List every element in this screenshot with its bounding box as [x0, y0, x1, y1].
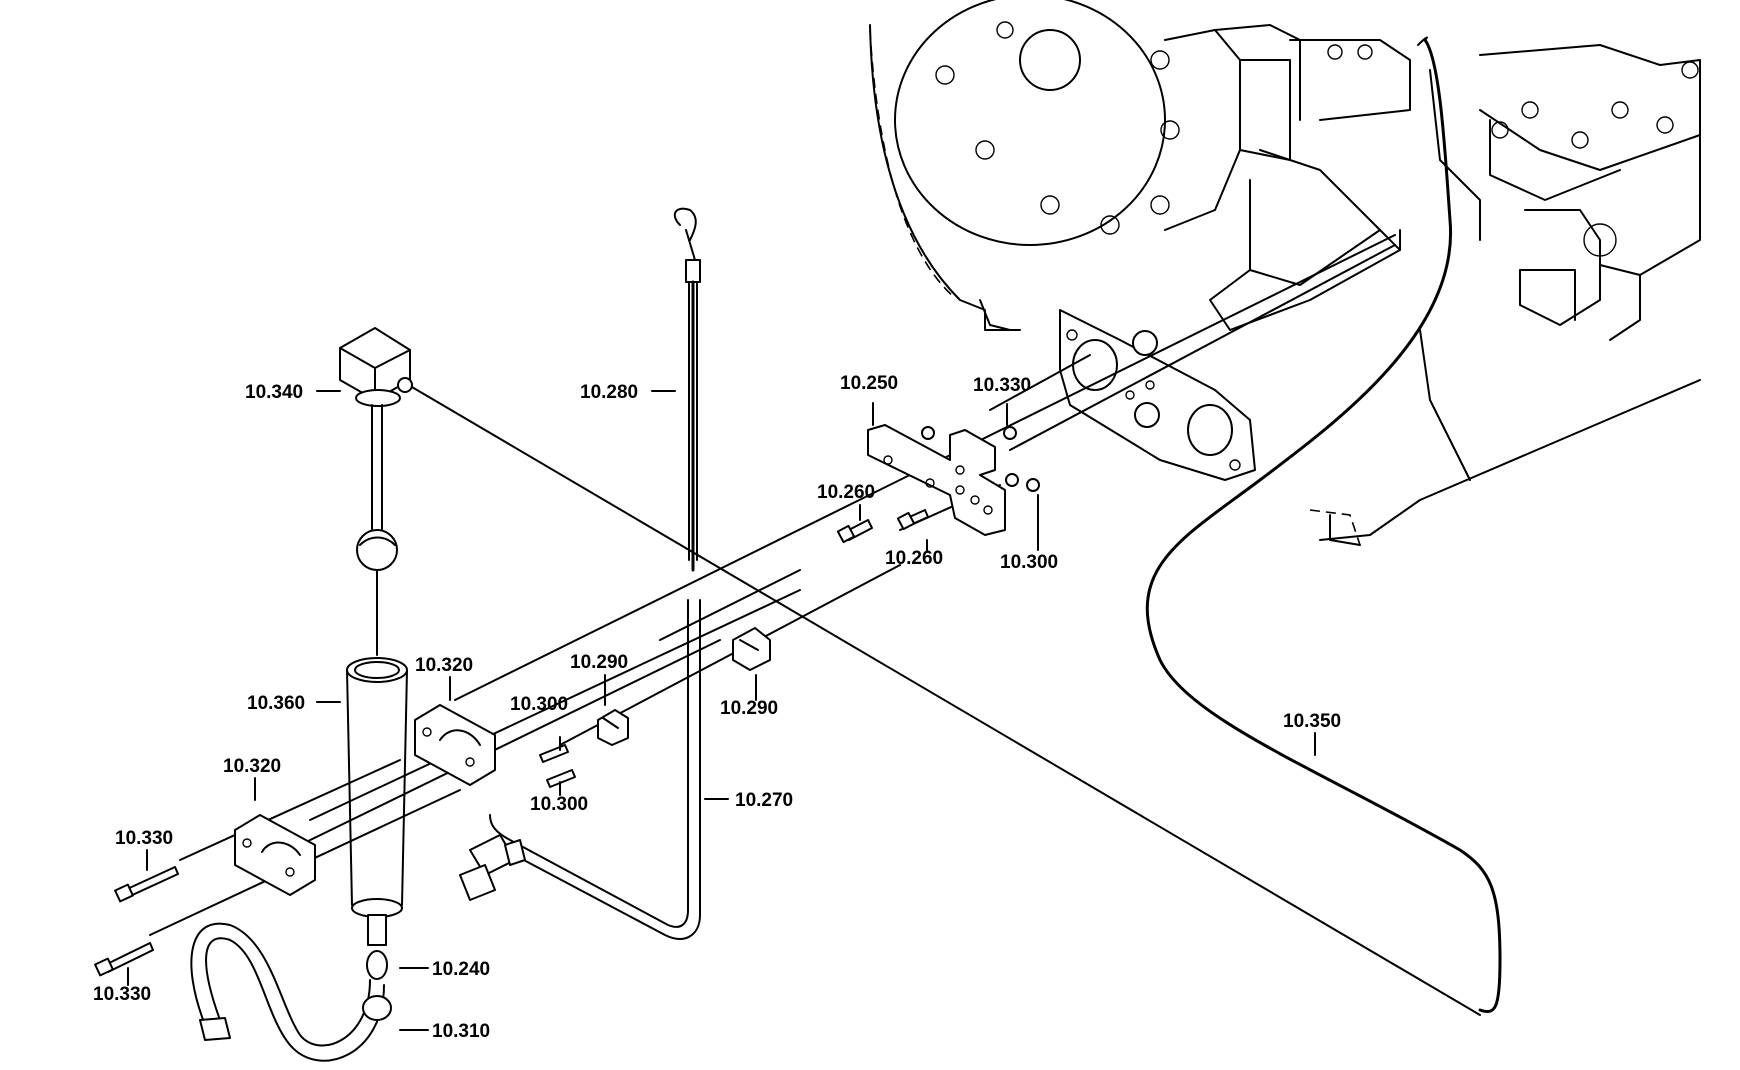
tube-10-360: [346, 657, 408, 980]
fasteners-right: [836, 426, 1040, 544]
label-10-350: 10.350: [1283, 711, 1341, 732]
label-10-270: 10.270: [735, 790, 793, 811]
label-10-260-a: 10.260: [817, 482, 875, 503]
tube-10-270: [459, 599, 701, 940]
leader-lines: [127, 390, 1316, 1031]
label-10-300-b: 10.300: [530, 794, 588, 815]
label-10-330-b: 10.330: [93, 984, 151, 1005]
label-10-320-a: 10.320: [415, 655, 473, 676]
label-10-330-top: 10.330: [973, 375, 1031, 396]
label-10-320-b: 10.320: [223, 756, 281, 777]
bolts-10-300-mid: [539, 744, 576, 788]
label-10-330-a: 10.330: [115, 828, 173, 849]
label-10-290-b: 10.290: [720, 698, 778, 719]
bracket-10-250: [867, 424, 1006, 536]
label-10-310: 10.310: [432, 1021, 490, 1042]
wire-10-350: [1145, 36, 1502, 1013]
clip-10-290-a: [597, 709, 629, 746]
label-10-280: 10.280: [580, 382, 638, 403]
label-10-290-a: 10.290: [570, 652, 628, 673]
transmission-housing: [869, 0, 1701, 546]
dipstick-10-280: [673, 207, 701, 572]
gauge-10-340: [339, 327, 413, 656]
label-10-360: 10.360: [247, 693, 305, 714]
bolts-10-330-left: [94, 866, 179, 977]
clamp-10-320-upper: [414, 704, 496, 786]
part-labels: 10.340 10.280 10.250 10.330 10.260 10.26…: [93, 373, 1341, 1042]
clamp-10-320-lower: [234, 814, 316, 896]
label-10-300-right: 10.300: [1000, 552, 1058, 573]
label-10-260-b: 10.260: [885, 548, 943, 569]
label-10-340: 10.340: [245, 382, 303, 403]
label-10-250: 10.250: [840, 373, 898, 394]
label-10-240: 10.240: [432, 959, 490, 980]
hose-10-310: [190, 922, 392, 1062]
assembly-axes: [149, 234, 1481, 1016]
clip-10-290-b: [732, 627, 771, 671]
label-10-300-a: 10.300: [510, 694, 568, 715]
